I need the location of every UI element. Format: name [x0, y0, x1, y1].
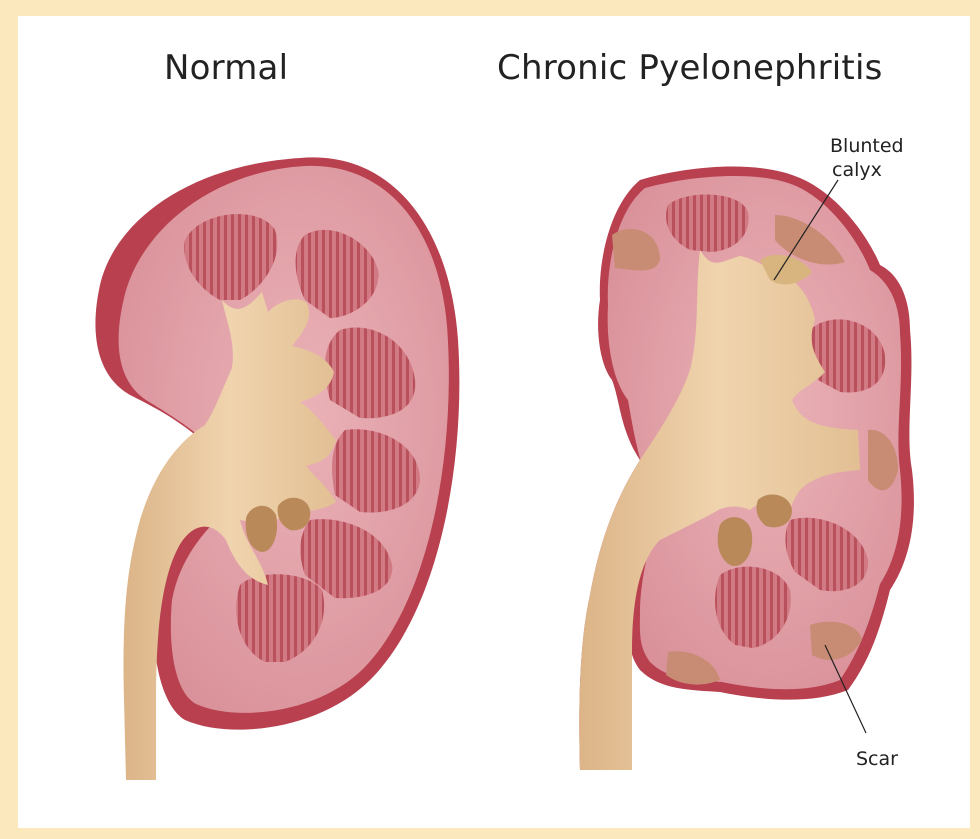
scar-label: Scar	[856, 747, 898, 771]
blunted-label-line2: calyx	[830, 158, 904, 182]
chronic-pyelonephritis-title: Chronic Pyelonephritis	[497, 48, 883, 88]
blunted-label-line1: Blunted	[830, 134, 904, 158]
normal-title: Normal	[164, 48, 288, 88]
chronic-kidney	[579, 166, 914, 770]
normal-kidney	[95, 157, 459, 780]
blunted-calyx-label: Blunted calyx	[830, 134, 904, 182]
